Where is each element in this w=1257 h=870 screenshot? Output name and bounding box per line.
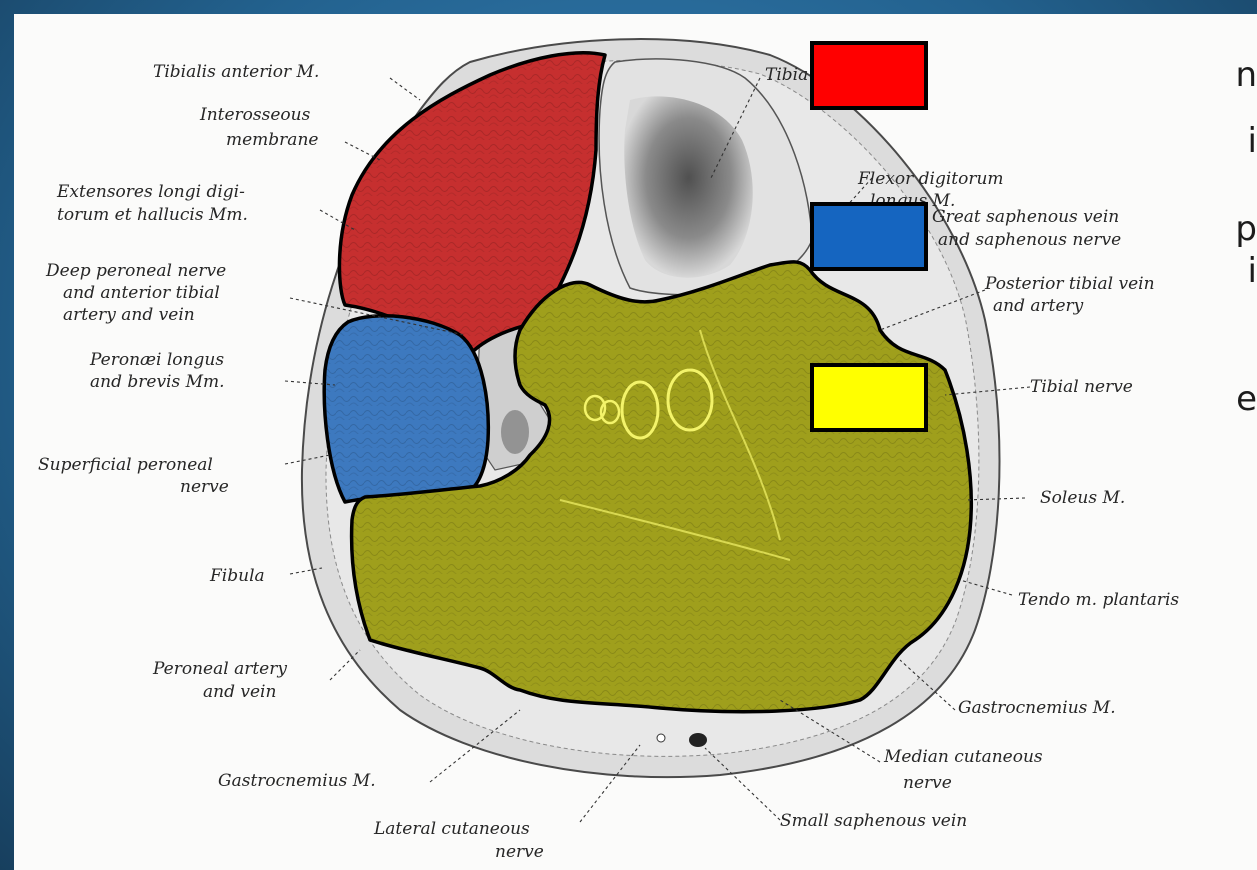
edge-glyph-2: i [1248,124,1257,158]
lateral-texture [324,316,488,502]
legend-box-anterior [812,43,926,108]
label-median-cutaneous-2: nerve [903,773,952,793]
image-panel: Tibialis anterior M. Interosseous membra… [14,14,1257,870]
label-superficial-peroneal-1: Superficial peroneal [38,455,213,475]
edge-glyph-1: n [1235,58,1257,92]
label-tibial-nerve: Tibial nerve [1030,377,1133,397]
label-tibia: Tibia [765,65,808,85]
label-flexor-digitorum-1: Flexor digitorum [857,169,1004,189]
label-small-saphenous: Small saphenous vein [780,811,967,831]
label-peronaei-1: Peronæi longus [89,350,224,370]
label-soleus: Soleus M. [1040,488,1125,508]
label-lateral-cutaneous-2: nerve [495,842,544,862]
label-gastrocnemius-left: Gastrocnemius M. [218,771,376,791]
small-saphenous-vein-dot [689,733,707,747]
label-deep-peroneal-1: Deep peroneal nerve [45,261,226,281]
label-posterior-tibial-2: and artery [993,296,1084,316]
label-fibula: Fibula [209,566,265,586]
label-extensores-2: torum et hallucis Mm. [57,205,248,225]
label-lateral-cutaneous-1: Lateral cutaneous [373,819,530,839]
label-posterior-tibial-1: Posterior tibial vein [984,274,1155,294]
leg-cross-section-diagram: Tibialis anterior M. Interosseous membra… [14,14,1257,870]
label-great-saphenous-1: Great saphenous vein [932,207,1119,227]
label-interosseous-2: membrane [226,130,318,150]
label-peroneal-artery-2: and vein [203,682,276,702]
legend-box-posterior [812,365,926,430]
label-gastrocnemius-right: Gastrocnemius M. [958,698,1116,718]
label-interosseous-1: Interosseous [199,105,311,125]
edge-glyph-3: p [1235,212,1257,246]
label-deep-peroneal-2: and anterior tibial [63,283,220,303]
label-peroneal-artery-1: Peroneal artery [152,659,287,679]
legend-box-lateral [812,204,926,269]
median-cutaneous-dot [657,734,665,742]
edge-glyph-4: i [1248,254,1257,288]
label-superficial-peroneal-2: nerve [180,477,229,497]
label-tendo-plantaris: Tendo m. plantaris [1018,590,1179,610]
edge-glyph-5: e [1236,382,1257,416]
label-peronaei-2: and brevis Mm. [90,372,225,392]
fibula-marrow [501,410,529,454]
label-extensores-1: Extensores longi digi- [56,182,245,202]
label-great-saphenous-2: and saphenous nerve [938,230,1121,250]
label-tibialis-anterior: Tibialis anterior M. [153,62,319,82]
label-deep-peroneal-3: artery and vein [63,305,195,325]
label-median-cutaneous-1: Median cutaneous [883,747,1043,767]
